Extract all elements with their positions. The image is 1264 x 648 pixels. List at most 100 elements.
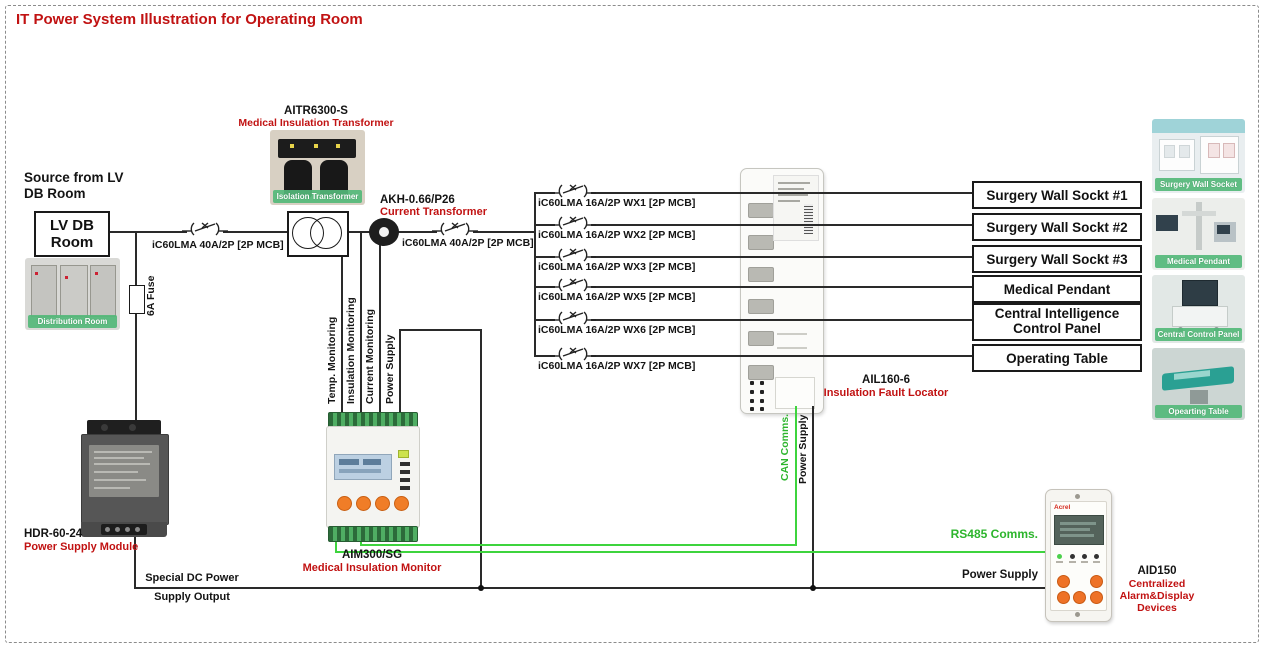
- photo-art: [1162, 366, 1234, 391]
- screw: [1075, 612, 1080, 617]
- print-line: [777, 333, 807, 335]
- page-title: IT Power System Illustration for Operati…: [16, 11, 363, 28]
- power-supply-input-label: Power Supply: [384, 334, 396, 404]
- dc-output-label-1: Special DC Power: [145, 572, 239, 584]
- photo-art: [1217, 225, 1230, 234]
- screw: [1075, 494, 1080, 499]
- breaker-symbol: [550, 182, 596, 198]
- aid-power-supply-label: Power Supply: [961, 569, 1038, 581]
- aim300-model: AIM300/SG: [341, 549, 403, 561]
- ail160-name: Insulation Fault Locator: [823, 387, 949, 399]
- status-led: [1094, 554, 1099, 559]
- aid150-model: AID150: [1137, 565, 1177, 577]
- din-handle: [748, 235, 774, 250]
- load-box: Surgery Wall Sockt #2: [972, 213, 1142, 241]
- surgery-wall-socket-photo: Surgery Wall Socket: [1152, 119, 1245, 193]
- wire-hdr-output: [134, 533, 136, 588]
- wire-bus-vertical: [534, 192, 536, 357]
- hdr-model: HDR-60-24: [24, 528, 83, 540]
- device-top: [87, 420, 161, 435]
- device-button: [1057, 591, 1070, 604]
- wire-aim-power-h: [399, 329, 482, 331]
- photo-art: [90, 265, 116, 317]
- device-body: [81, 434, 169, 525]
- photo-art: [95, 272, 98, 275]
- breaker-symbol: [182, 220, 228, 236]
- wire-insulation-monitoring: [360, 232, 362, 414]
- ct-symbol: [369, 218, 399, 246]
- breaker-symbol: [432, 220, 478, 236]
- status-led-green: [398, 450, 409, 458]
- photo-art: [314, 144, 318, 148]
- photo-art: [1182, 211, 1216, 216]
- hdr-device: [81, 420, 169, 537]
- aid150-device: Acrel: [1045, 489, 1112, 622]
- device-button: [1073, 591, 1086, 604]
- main-breaker-label: iC60LMA 40A/2P [2P MCB]: [152, 239, 284, 251]
- status-led: [400, 470, 410, 474]
- lv-db-room-label: LV DB Room: [50, 217, 94, 251]
- lcd-display: [334, 454, 392, 480]
- aim300-name: Medical Insulation Monitor: [302, 562, 442, 574]
- photo-art: [1164, 145, 1175, 158]
- led-caption: [1081, 561, 1088, 563]
- device-button: [394, 496, 409, 511]
- dashed-border: [5, 5, 1259, 643]
- photo-art: [290, 144, 294, 148]
- photo-art: [1223, 143, 1235, 158]
- load-box: Central Intelligence Control Panel: [972, 303, 1142, 341]
- ail160-device: [740, 168, 824, 414]
- rs485-comms-label: RS485 Comms.: [950, 527, 1038, 541]
- photo-caption: Opearting Table: [1155, 405, 1242, 418]
- insulation-monitoring-label: Insulation Monitoring: [345, 297, 357, 404]
- photo-art: [1190, 390, 1208, 404]
- label-sticker: [773, 175, 819, 241]
- photo-caption: Central Control Panel: [1155, 328, 1242, 341]
- led-caption: [1056, 561, 1063, 563]
- ct-model: AKH-0.66/P26: [380, 194, 455, 206]
- load-box: Operating Table: [972, 344, 1142, 372]
- photo-art: [1179, 145, 1190, 158]
- status-led-green: [1057, 554, 1062, 559]
- device-button: [375, 496, 390, 511]
- terminal-strip: [328, 526, 418, 542]
- breaker-symbol: [550, 309, 596, 325]
- photo-caption: Isolation Transformer: [273, 190, 362, 203]
- photo-art: [1196, 202, 1202, 250]
- ail-power-supply-label: Power Supply: [797, 414, 809, 484]
- wire-branch-2: [535, 224, 972, 226]
- status-led: [1070, 554, 1075, 559]
- photo-art: [1172, 306, 1228, 327]
- barcode: [804, 204, 813, 234]
- ct-name: Current Transformer: [380, 206, 487, 218]
- junction-dot: [810, 585, 816, 591]
- din-handle: [748, 203, 774, 218]
- breaker-symbol: [550, 214, 596, 230]
- wire-rs485-h: [335, 551, 1047, 553]
- load-box: Surgery Wall Sockt #1: [972, 181, 1142, 209]
- load-box: Medical Pendant: [972, 275, 1142, 303]
- photo-art: [1208, 143, 1220, 158]
- wire-branch-6: [535, 355, 972, 357]
- din-handle: [748, 331, 774, 346]
- device-button: [1057, 575, 1070, 588]
- current-monitoring-label: Current Monitoring: [364, 308, 376, 404]
- operating-table-photo: Opearting Table: [1152, 348, 1245, 420]
- fuse-symbol: [129, 285, 145, 314]
- din-handle: [748, 299, 774, 314]
- wire-aim-power-v2: [480, 329, 482, 588]
- transformer-name: Medical Insulation Transformer: [238, 117, 394, 129]
- photo-art: [1156, 215, 1178, 231]
- wire-rs485-v: [335, 536, 337, 553]
- branch-breaker-label: iC60LMA 16A/2P WX3 [2P MCB]: [538, 261, 696, 273]
- wire-current-monitoring: [379, 243, 381, 414]
- wire-ail-power: [812, 406, 814, 588]
- can-comms-label: CAN Comms.: [779, 413, 791, 481]
- din-handle: [748, 365, 774, 380]
- photo-caption: Medical Pendant: [1155, 255, 1242, 268]
- device-button: [337, 496, 352, 511]
- wire-can-v2: [795, 406, 797, 546]
- photo-art: [31, 265, 57, 317]
- breaker-symbol: [550, 246, 596, 262]
- photo-art: [35, 272, 38, 275]
